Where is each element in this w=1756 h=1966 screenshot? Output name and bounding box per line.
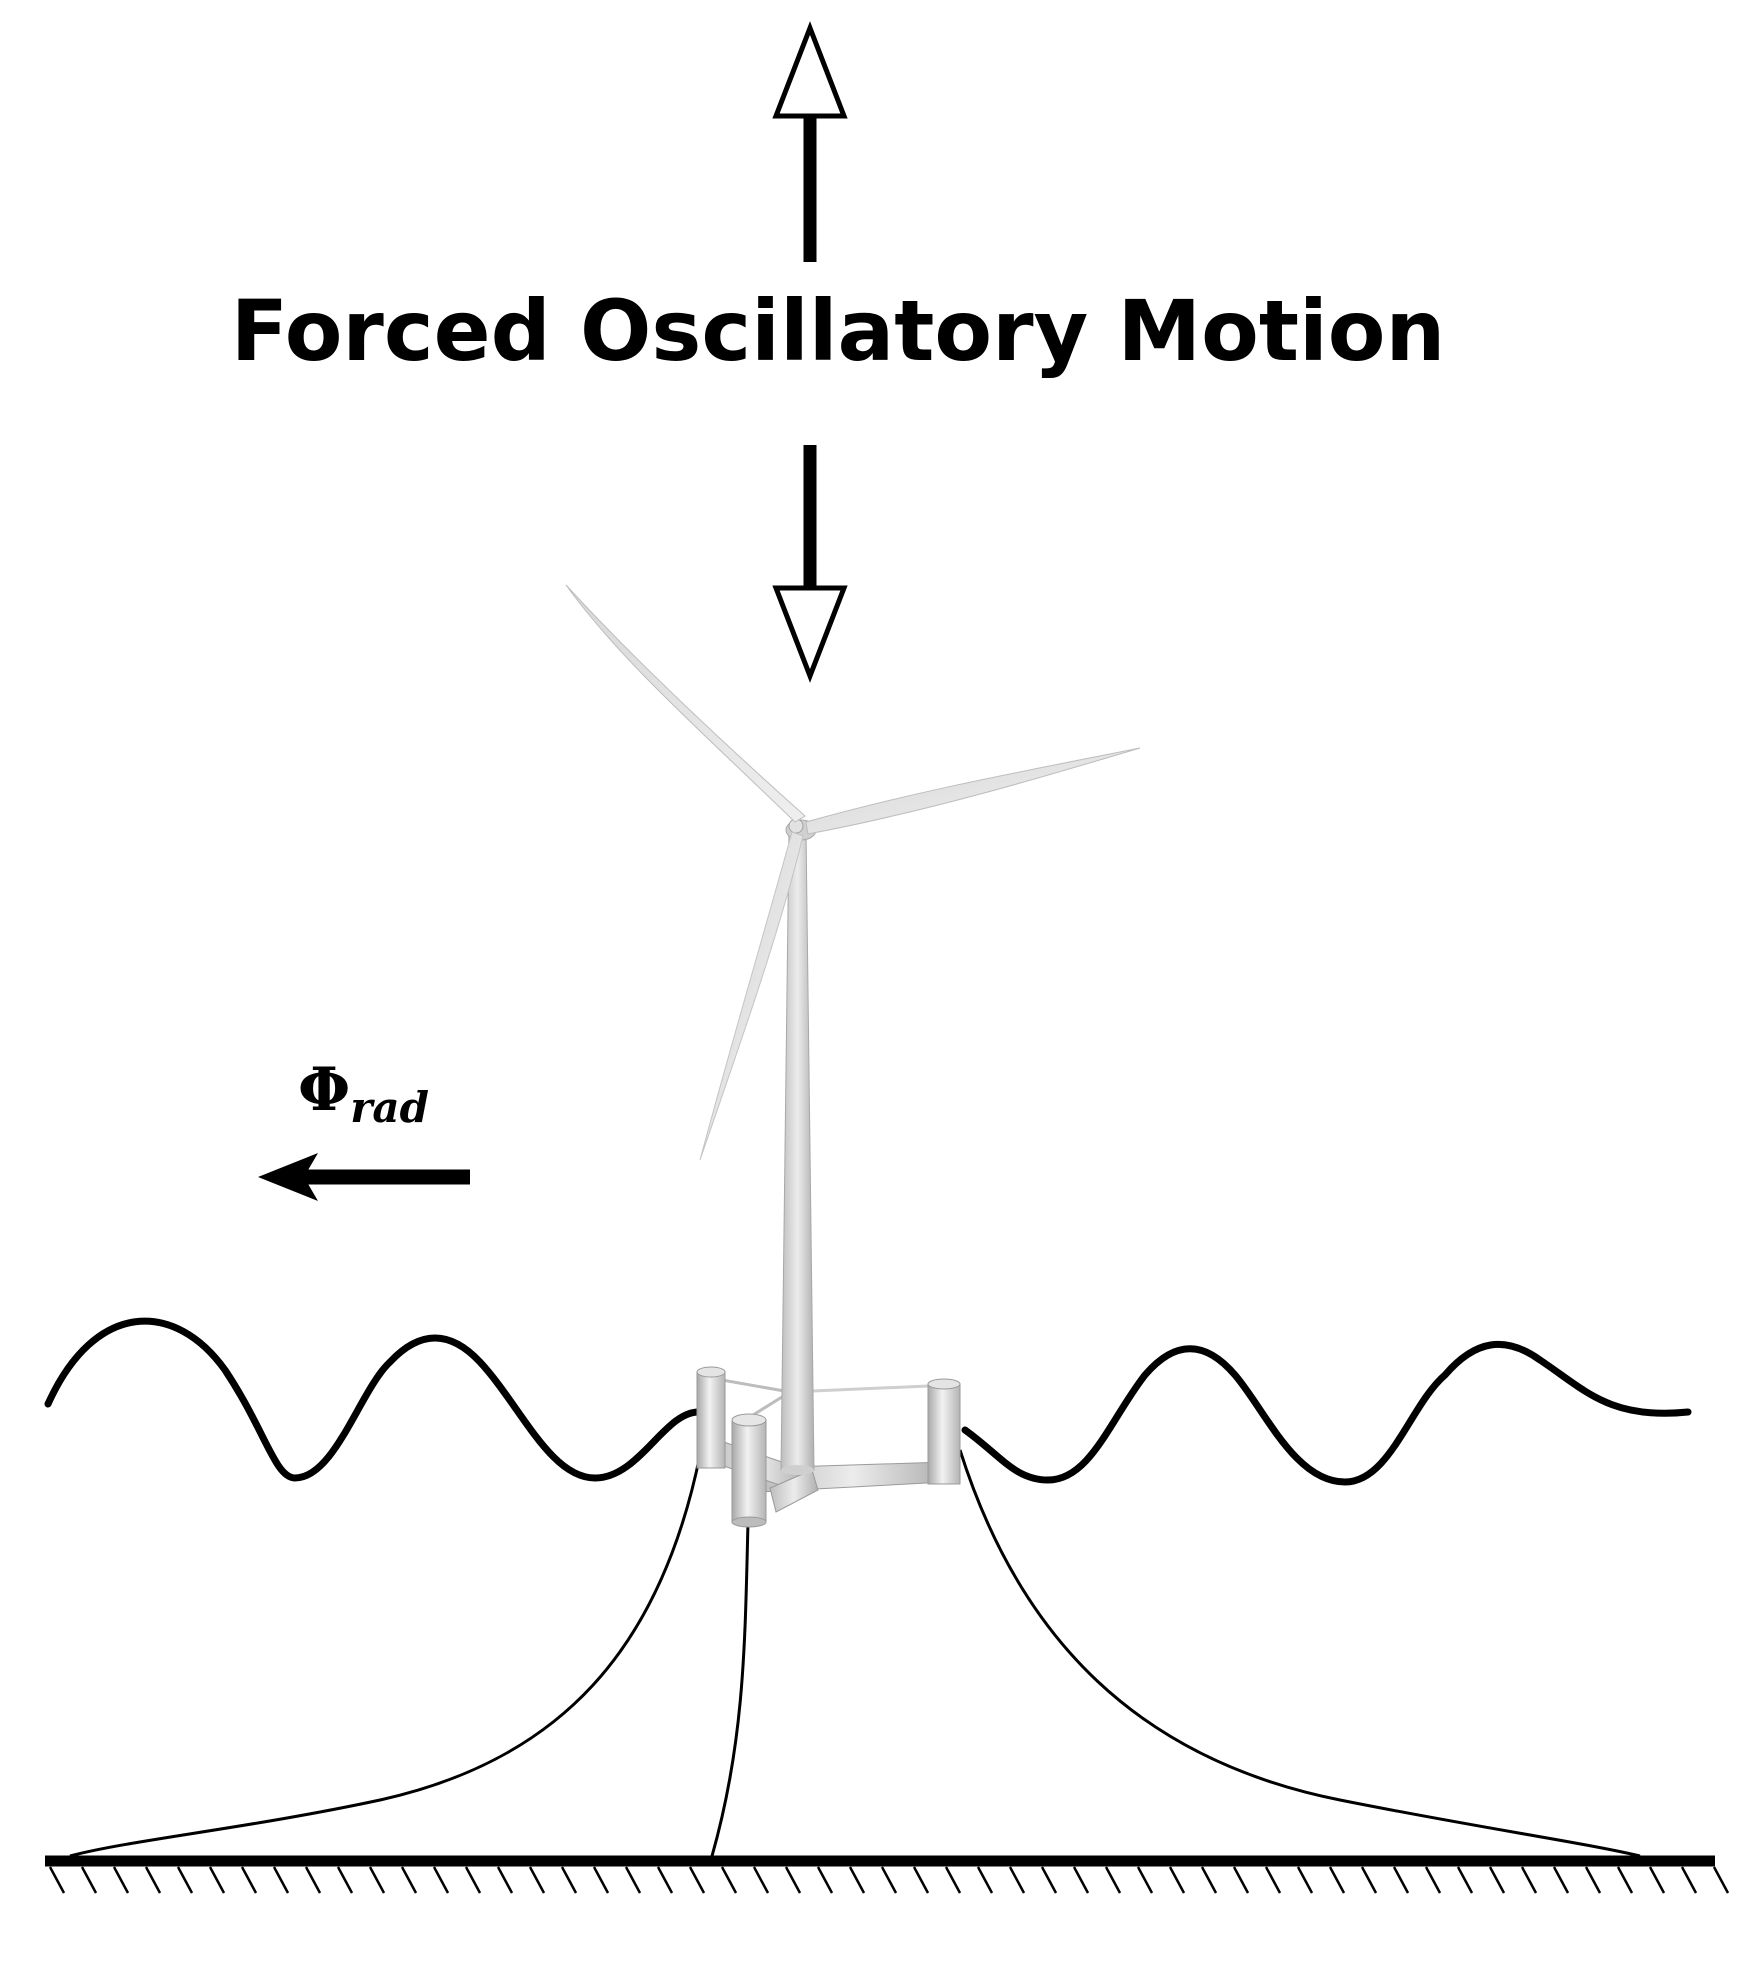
seabed-hatch-tick (240, 1866, 258, 1894)
seabed-hatch-tick (912, 1866, 930, 1894)
seabed-hatch-tick (656, 1866, 674, 1894)
seabed-hatch-tick (624, 1866, 642, 1894)
seabed-hatch-tick (1168, 1866, 1186, 1894)
mooring-line-left (69, 1454, 702, 1858)
seabed-hatch-tick (208, 1866, 226, 1894)
seabed-hatch-tick (1200, 1866, 1218, 1894)
seabed-hatch-tick (1008, 1866, 1026, 1894)
seabed-hatch-tick (1360, 1866, 1378, 1894)
seabed-hatch-tick (784, 1866, 802, 1894)
seabed (45, 1855, 1730, 1894)
seabed-hatch-tick (48, 1866, 66, 1894)
seabed-hatch-tick (80, 1866, 98, 1894)
seabed-hatch-tick (848, 1866, 866, 1894)
seabed-hatch-tick (496, 1866, 514, 1894)
seabed-hatch-tick (1040, 1866, 1058, 1894)
seabed-hatching (48, 1866, 1730, 1894)
seabed-hatch-tick (720, 1866, 738, 1894)
blade-right (805, 747, 1141, 835)
seabed-hatch-tick (464, 1866, 482, 1894)
column-right (927, 1378, 961, 1485)
semi-submersible-platform (696, 1366, 961, 1528)
turbine-rotor-blades (565, 584, 1141, 1161)
seabed-hatch-tick (1232, 1866, 1250, 1894)
seabed-hatch-tick (304, 1866, 322, 1894)
seabed-hatch-tick (272, 1866, 290, 1894)
wave-left (44, 1317, 704, 1482)
seabed-hatch-tick (336, 1866, 354, 1894)
pontoon-brace-front (769, 1469, 819, 1513)
mooring-line-right (958, 1449, 1641, 1858)
blade-upper-left (565, 584, 806, 823)
mooring-line-center (710, 1521, 750, 1857)
phi-symbol: Φ (298, 1055, 350, 1125)
wave-right (961, 1341, 1692, 1486)
radiation-potential-label: Φrad (298, 1055, 429, 1132)
seabed-hatch-tick (1648, 1866, 1666, 1894)
seabed-hatch-tick (1328, 1866, 1346, 1894)
seabed-hatch-tick (112, 1866, 130, 1894)
rad-subscript: rad (350, 1083, 429, 1132)
seabed-hatch-tick (944, 1866, 962, 1894)
seabed-hatch-tick (688, 1866, 706, 1894)
seabed-hatch-tick (1680, 1866, 1698, 1894)
seabed-hatch-tick (1520, 1866, 1538, 1894)
seabed-hatch-tick (1488, 1866, 1506, 1894)
seabed-hatch-tick (1552, 1866, 1570, 1894)
seabed-hatch-tick (1584, 1866, 1602, 1894)
seabed-hatch-tick (752, 1866, 770, 1894)
seabed-hatch-tick (1136, 1866, 1154, 1894)
diagram-title: Forced Oscillatory Motion (231, 282, 1446, 380)
seabed-hatch-tick (1424, 1866, 1442, 1894)
seabed-hatch-tick (560, 1866, 578, 1894)
seabed-hatch-tick (1616, 1866, 1634, 1894)
seabed-hatch-tick (592, 1866, 610, 1894)
seabed-hatch-tick (880, 1866, 898, 1894)
seabed-hatch-tick (1264, 1866, 1282, 1894)
seabed-hatch-tick (368, 1866, 386, 1894)
upper-brace-1 (721, 1378, 791, 1394)
seabed-hatch-tick (144, 1866, 162, 1894)
seabed-hatch-tick (816, 1866, 834, 1894)
turbine-tower (780, 829, 815, 1475)
seabed-hatch-tick (1072, 1866, 1090, 1894)
seabed-hatch-tick (400, 1866, 418, 1894)
seabed-hatch-tick (976, 1866, 994, 1894)
blade-lower (699, 831, 804, 1161)
seabed-hatch-tick (1456, 1866, 1474, 1894)
seabed-hatch-tick (432, 1866, 450, 1894)
radiation-arrow-icon (258, 1153, 470, 1201)
column-front (731, 1413, 767, 1528)
seabed-hatch-tick (528, 1866, 546, 1894)
mooring-lines (69, 1449, 1641, 1858)
seabed-hatch-tick (1712, 1866, 1730, 1894)
sea-surface-waves (44, 1317, 1692, 1486)
seabed-hatch-tick (1296, 1866, 1314, 1894)
seabed-hatch-tick (1392, 1866, 1410, 1894)
up-arrow-icon (772, 21, 848, 262)
column-left (696, 1366, 726, 1469)
seabed-hatch-tick (176, 1866, 194, 1894)
seabed-hatch-tick (1104, 1866, 1122, 1894)
down-arrow-icon (772, 445, 848, 683)
